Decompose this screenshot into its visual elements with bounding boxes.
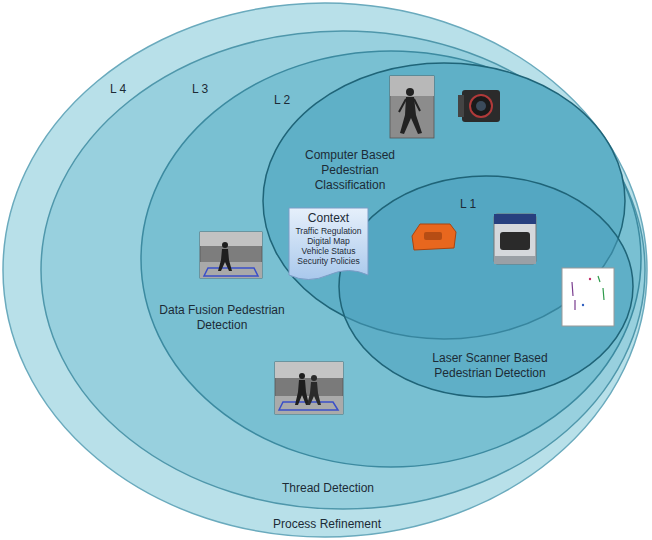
node-label: Laser Scanner Based Pedestrian Detection [425,351,555,381]
node-label: Data Fusion Pedestrian Detection [156,303,288,333]
camera-glass [476,101,486,111]
detection-box [279,402,338,410]
text-slot: L 3 [180,82,220,97]
scan-dot [589,278,591,280]
ellipse-shape [3,3,647,537]
camera-side [458,95,464,117]
camera-body [462,90,500,122]
document-item: Digital Map [294,236,363,246]
laser-scanner-icon [494,214,536,264]
scanner-body [494,214,536,264]
text-slot: L 4 [98,82,138,97]
ellipse-shape [141,51,641,467]
person-body [400,97,422,134]
person-body [307,382,321,405]
imu-device-icon [412,224,456,250]
level-label: L 4 [98,82,138,97]
photo-frame [200,232,262,278]
scanner-window [500,232,530,250]
text-slot: L 1 [448,197,488,212]
text-slot: Thread Detection [228,481,428,496]
document-heading: Context [294,211,363,226]
photo-ground [200,262,262,278]
person-body [295,380,309,405]
text-slot: Process Refinement [227,517,427,532]
camera-lens [470,95,492,117]
document-item: Vehicle Status [294,246,363,256]
photo-ground [275,396,343,414]
text-slot: Laser Scanner Based Pedestrian Detection [425,351,555,381]
photo-sky [275,362,343,378]
document-body: ContextTraffic RegulationDigital MapVehi… [288,207,369,266]
plot-frame [562,268,614,326]
node-label: Process Refinement [227,517,427,532]
person-head [222,242,228,248]
person-head [311,375,317,381]
pedestrian-photo [390,76,434,138]
level-ellipse: L 3 Thread Detection L 2 Data Fusion Pedest… [40,30,646,510]
person-head [406,88,414,96]
person-body [218,249,232,271]
context-document: ContextTraffic RegulationDigital MapVehi… [288,207,369,284]
device-port [424,232,442,240]
text-slot: Data Fusion Pedestrian Detection [156,303,288,333]
photo-sky [200,232,262,246]
text-slot: L 2 [262,93,302,108]
scan-points [598,276,604,300]
ellipse-shape [339,176,633,397]
node-label: Thread Detection [228,481,428,496]
fusion-photo [275,362,343,414]
level-ellipse: L 1 Laser Scanner Based Pedestrian Detect… [338,175,634,398]
laser-scan-plot [562,268,614,326]
document-item: Traffic Regulation [294,226,363,236]
fusion-photo [200,232,262,278]
photo-frame [390,76,434,138]
person-arms [399,99,420,112]
detection-box [204,268,258,276]
document-shape [289,208,368,280]
ellipse-shape [41,31,645,509]
scan-points [572,282,575,310]
camera-icon [458,90,500,122]
scanner-base [494,256,536,264]
device-body [412,224,456,250]
level-label: L 3 [180,82,220,97]
photo-sky [390,76,434,96]
node-label: Computer Based Pedestrian Classification [290,148,410,193]
person-head [299,373,305,379]
scan-dot [582,304,584,306]
level-ellipse: L 2 Data Fusion Pedestrian Detection Compu… [140,50,642,468]
level-label: L 2 [262,93,302,108]
scanner-top [494,214,536,224]
text-slot: Computer Based Pedestrian Classification [290,148,410,193]
photo-frame [275,362,343,414]
level-label: L 1 [448,197,488,212]
document-item: Security Policies [294,256,363,266]
